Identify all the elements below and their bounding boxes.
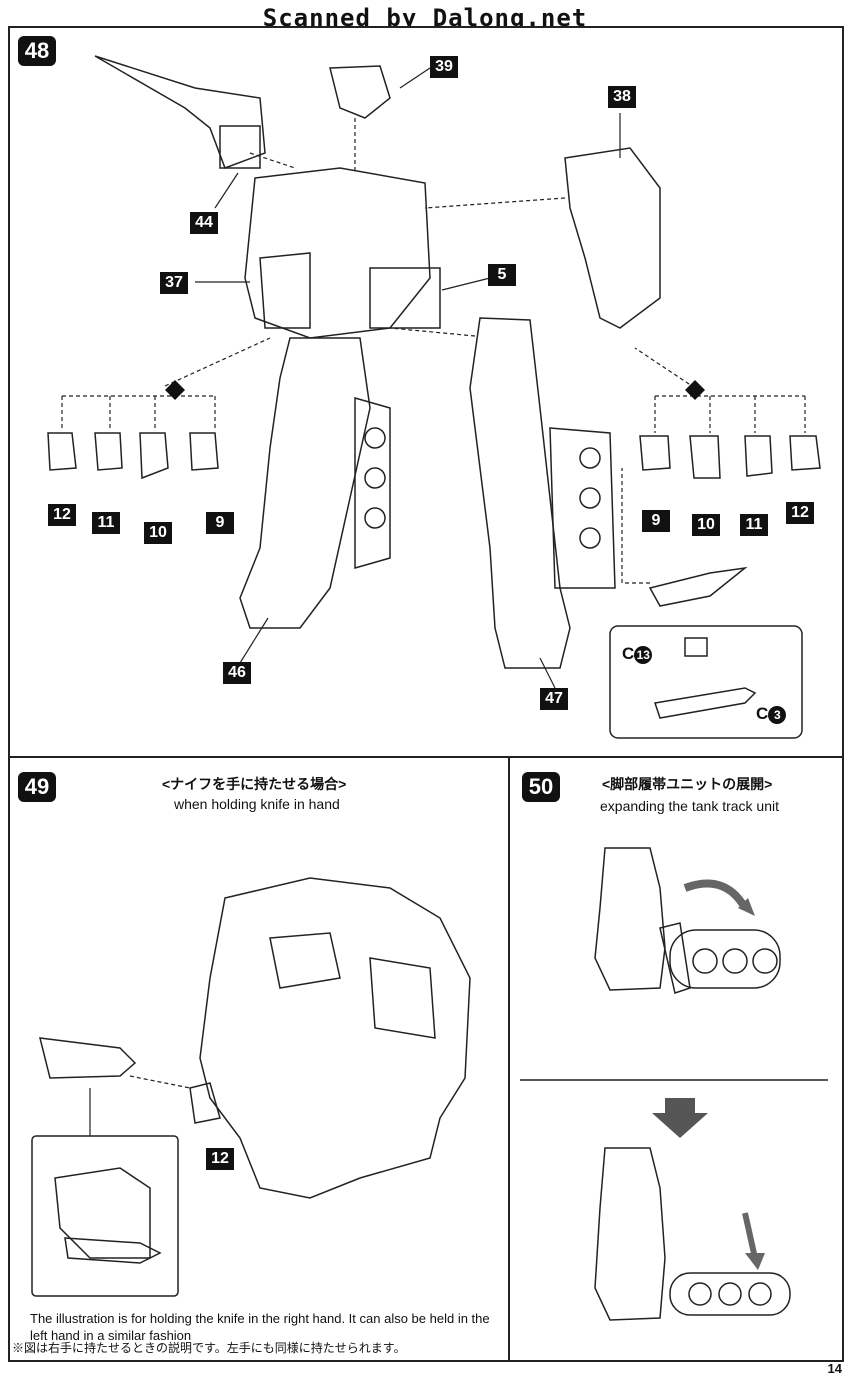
step-50-panel: 50 <脚部履帯ユニットの展開> expanding the tank trac… xyxy=(508,756,844,1362)
step-49-title-jp: <ナイフを手に持たせる場合> xyxy=(162,776,347,792)
step-50-illustration xyxy=(520,847,828,1321)
step-49-note-en: The illustration is for holding the knif… xyxy=(30,1311,490,1343)
hand-label-left-11: 11 xyxy=(92,512,120,534)
hand-label-right-11: 11 xyxy=(740,514,768,536)
hand-label-left-12: 12 xyxy=(48,504,76,526)
part-label-12: 12 xyxy=(206,1148,234,1170)
step-50-title-jp: <脚部履帯ユニットの展開> xyxy=(602,776,773,792)
step-49-note-jp: ※図は右手に持たせるときの説明です。左手にも同様に持たせられます。 xyxy=(12,1341,406,1355)
part-label-47: 47 xyxy=(540,688,568,710)
hand-label-left-9: 9 xyxy=(206,512,234,534)
step-48-illustration xyxy=(47,55,821,739)
step-49-panel: 49 <ナイフを手に持たせる場合> when holding knife in … xyxy=(8,756,510,1362)
part-label-44: 44 xyxy=(190,212,218,234)
step-50-number: 50 xyxy=(522,772,560,802)
knife-part-c13-number: 13 xyxy=(634,645,653,664)
knife-part-c3-letter: C xyxy=(756,704,769,723)
step-49-illustration xyxy=(31,877,471,1297)
hand-label-left-10: 10 xyxy=(144,522,172,544)
step-49-number: 49 xyxy=(18,772,56,802)
part-label-37: 37 xyxy=(160,272,188,294)
hand-label-right-9: 9 xyxy=(642,510,670,532)
step-48-number: 48 xyxy=(18,36,56,66)
knife-part-c3-number: 3 xyxy=(768,705,787,724)
hand-label-right-12: 12 xyxy=(786,502,814,524)
part-label-46: 46 xyxy=(223,662,251,684)
step-48-panel: 48 xyxy=(8,26,844,760)
part-label-38: 38 xyxy=(608,86,636,108)
part-label-5: 5 xyxy=(488,264,516,286)
page-number: 14 xyxy=(827,1361,842,1376)
step-50-title-en: expanding the tank track unit xyxy=(600,798,780,814)
knife-part-c13-letter: C xyxy=(622,644,635,663)
hand-label-right-10: 10 xyxy=(692,514,720,536)
part-label-39: 39 xyxy=(430,56,458,78)
step-49-title-en: when holding knife in hand xyxy=(174,796,340,812)
